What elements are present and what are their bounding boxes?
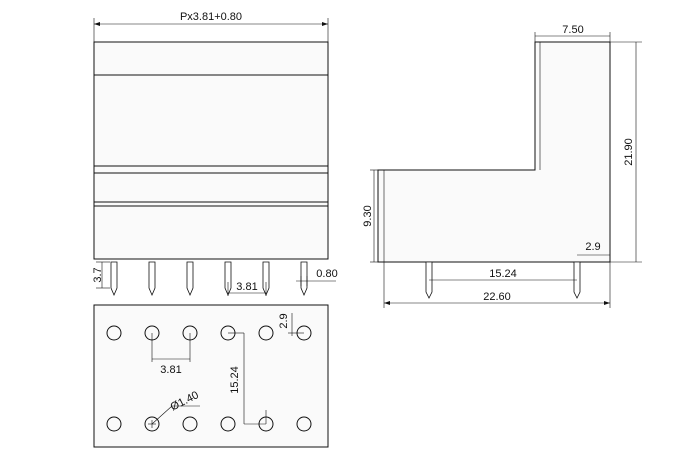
- pitch-formula-label: Px3.81+0.80: [180, 11, 242, 23]
- side-body: [377, 41, 611, 263]
- row-spacing-label: 15.24: [489, 268, 517, 280]
- footprint-body: [93, 304, 329, 448]
- lower-height-label: 9.30: [362, 205, 374, 226]
- hole: [258, 325, 274, 341]
- front-pins: [110, 261, 308, 297]
- pin: [186, 261, 194, 297]
- side-view: 7.50 21.90 9.30 2.9 15.24 22.60: [362, 24, 642, 308]
- hole: [144, 416, 160, 432]
- total-height-label: 21.90: [623, 138, 635, 166]
- pin-height-label: 3.7: [92, 267, 104, 282]
- pin: [110, 261, 118, 297]
- bottom-view: 3.81 15.24 2.9 Ø1.40: [93, 304, 329, 448]
- pitch-bottom-label: 3.81: [160, 364, 181, 376]
- hole: [296, 416, 312, 432]
- pin: [300, 261, 308, 297]
- side-top-width-label: 7.50: [562, 24, 583, 36]
- depth-label: 22.60: [483, 291, 511, 303]
- hole: [106, 325, 122, 341]
- pin: [148, 261, 156, 297]
- pin: [262, 261, 270, 297]
- pin: [224, 261, 232, 297]
- edge-offset-label: 2.9: [585, 241, 600, 253]
- front-view: Px3.81+0.80 3.7 3.81 0.80: [92, 11, 338, 297]
- front-body: [93, 41, 329, 260]
- pitch-label: 3.81: [236, 281, 257, 293]
- hole: [106, 416, 122, 432]
- pin-width-label: 0.80: [316, 268, 337, 280]
- hole: [220, 416, 236, 432]
- hole: [182, 416, 198, 432]
- hole-offset-label: 2.9: [278, 313, 290, 328]
- row-spacing-bottom-label: 15.24: [229, 366, 241, 394]
